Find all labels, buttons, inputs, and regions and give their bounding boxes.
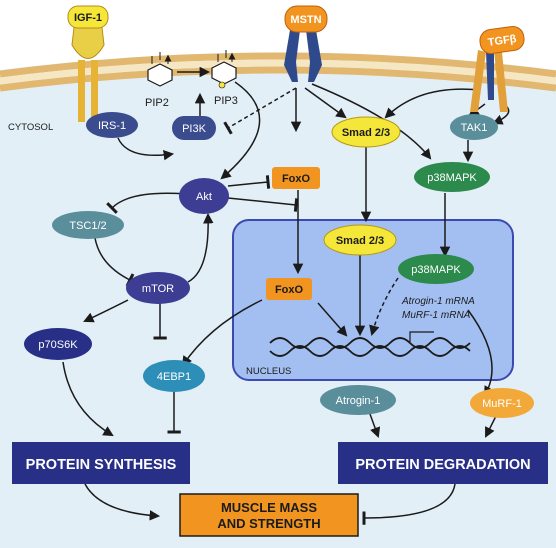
dna-strand — [269, 331, 471, 357]
igf1-label: IGF-1 — [74, 12, 102, 24]
murf-label: MuRF-1 — [482, 398, 522, 410]
smad-cyto-label: Smad 2/3 — [342, 127, 390, 139]
foxo-cyto-label: FoxO — [282, 173, 311, 185]
tgfb-label: TGFβ — [487, 33, 517, 49]
p70s6k-label: p70S6K — [38, 339, 78, 351]
p70s6k-node — [24, 328, 92, 360]
pip3-molecule: PIP3 — [211, 50, 238, 107]
akt-label: Akt — [196, 191, 212, 203]
pip2-molecule: PIP2 — [145, 52, 172, 109]
pip3-label: PIP3 — [214, 95, 238, 107]
tak1-node — [450, 114, 498, 140]
mstn-ligand — [284, 5, 328, 33]
igf1-ligand — [67, 5, 109, 29]
smad-nuc-node — [323, 224, 397, 256]
p38-cyto-label: p38MAPK — [427, 172, 477, 184]
mtor-label: mTOR — [142, 283, 174, 295]
ebp1-label: 4EBP1 — [157, 371, 191, 383]
atrogin-mrna-label: Atrogin-1 mRNA — [401, 296, 475, 307]
protein-synthesis-label: PROTEIN SYNTHESIS — [26, 457, 177, 473]
tgfb-ligand — [479, 25, 525, 55]
pip2-label: PIP2 — [145, 97, 169, 109]
foxo-cyto-node — [272, 167, 320, 189]
irs1-label: IRS-1 — [98, 120, 126, 132]
tsc-node — [52, 211, 124, 239]
atrogin-label: Atrogin-1 — [336, 395, 381, 407]
irs1-node — [86, 112, 138, 138]
p38-nuc-label: p38MAPK — [411, 264, 461, 276]
muscle-mass-label-line2: AND STRENGTH — [217, 516, 320, 531]
muscle-mass-box — [179, 493, 359, 537]
tgfb-receptor — [470, 50, 508, 112]
mstn-receptor — [284, 30, 322, 82]
p38-nuc-node — [398, 254, 474, 284]
p38-cyto-node — [414, 162, 490, 192]
cytosol-label: CYTOSOL — [8, 122, 53, 133]
muscle-mass-label-line1: MUSCLE MASS — [221, 500, 317, 515]
smad-cyto-node — [331, 116, 401, 148]
murf-node — [470, 388, 534, 418]
tsc-label: TSC1/2 — [69, 220, 106, 232]
arrow-lines — [62, 66, 510, 525]
smad-nuc-label: Smad 2/3 — [336, 235, 384, 247]
foxo-nuc-label: FoxO — [275, 284, 304, 296]
mstn-label: MSTN — [290, 14, 321, 26]
pi3k-label: PI3K — [182, 123, 207, 135]
atrogin-node — [320, 385, 396, 415]
protein-degradation-box — [338, 442, 548, 484]
tak1-label: TAK1 — [461, 122, 488, 134]
mtor-node — [126, 272, 190, 304]
protein-degradation-label: PROTEIN DEGRADATION — [355, 457, 530, 473]
akt-node — [179, 178, 229, 214]
ebp1-node — [143, 360, 205, 392]
murf-mrna-label: MuRF-1 mRNA — [402, 310, 471, 321]
nucleus-label: NUCLEUS — [246, 366, 291, 377]
protein-synthesis-box — [12, 442, 190, 484]
foxo-nuc-node — [266, 278, 312, 300]
pi3k-node — [172, 116, 216, 140]
